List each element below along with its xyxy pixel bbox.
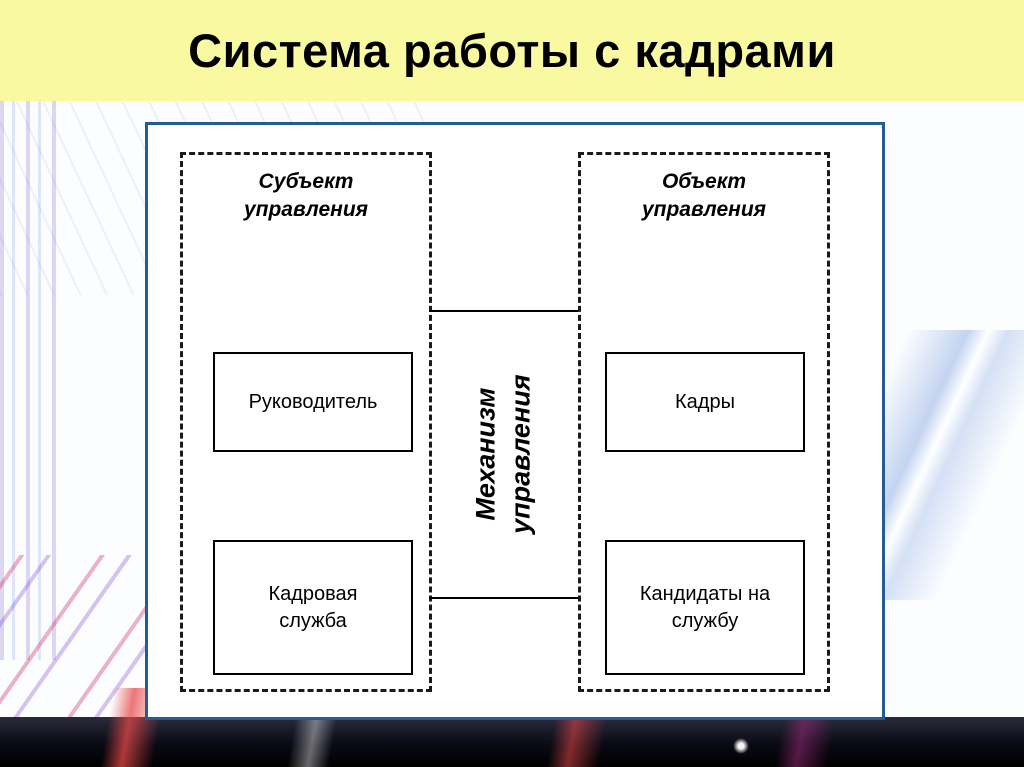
subject-group-label: Субъект управления [243, 170, 369, 222]
box-candidates-label: Кандидаты на службу [639, 582, 771, 632]
footer-dark-band [0, 717, 1024, 767]
slide-title: Система работы с кадрами [188, 24, 836, 77]
box-personnel-label: Кадры [675, 390, 735, 413]
object-group-label: Объект управления [641, 170, 767, 222]
bg-streaks-left-edge [0, 90, 60, 660]
mechanism-channel: Механизм управления [432, 312, 575, 597]
connector-bottom-line [429, 597, 578, 599]
diagram-frame: Субъект управления Объект управления Мех… [145, 122, 885, 720]
mechanism-label-line2: управления [505, 374, 536, 535]
connector-top-line [429, 310, 578, 312]
box-manager-label: Руководитель [248, 390, 378, 413]
sparkle-dot [733, 738, 749, 754]
box-hr-service: Кадровая служба [213, 540, 413, 675]
mechanism-label-line1: Механизм [470, 387, 501, 522]
box-manager: Руководитель [213, 352, 413, 452]
mechanism-label: Механизм управления [468, 375, 538, 534]
box-hr-service-label: Кадровая служба [268, 582, 358, 632]
box-candidates: Кандидаты на службу [605, 540, 805, 675]
box-personnel: Кадры [605, 352, 805, 452]
title-band: Система работы с кадрами [0, 0, 1024, 101]
